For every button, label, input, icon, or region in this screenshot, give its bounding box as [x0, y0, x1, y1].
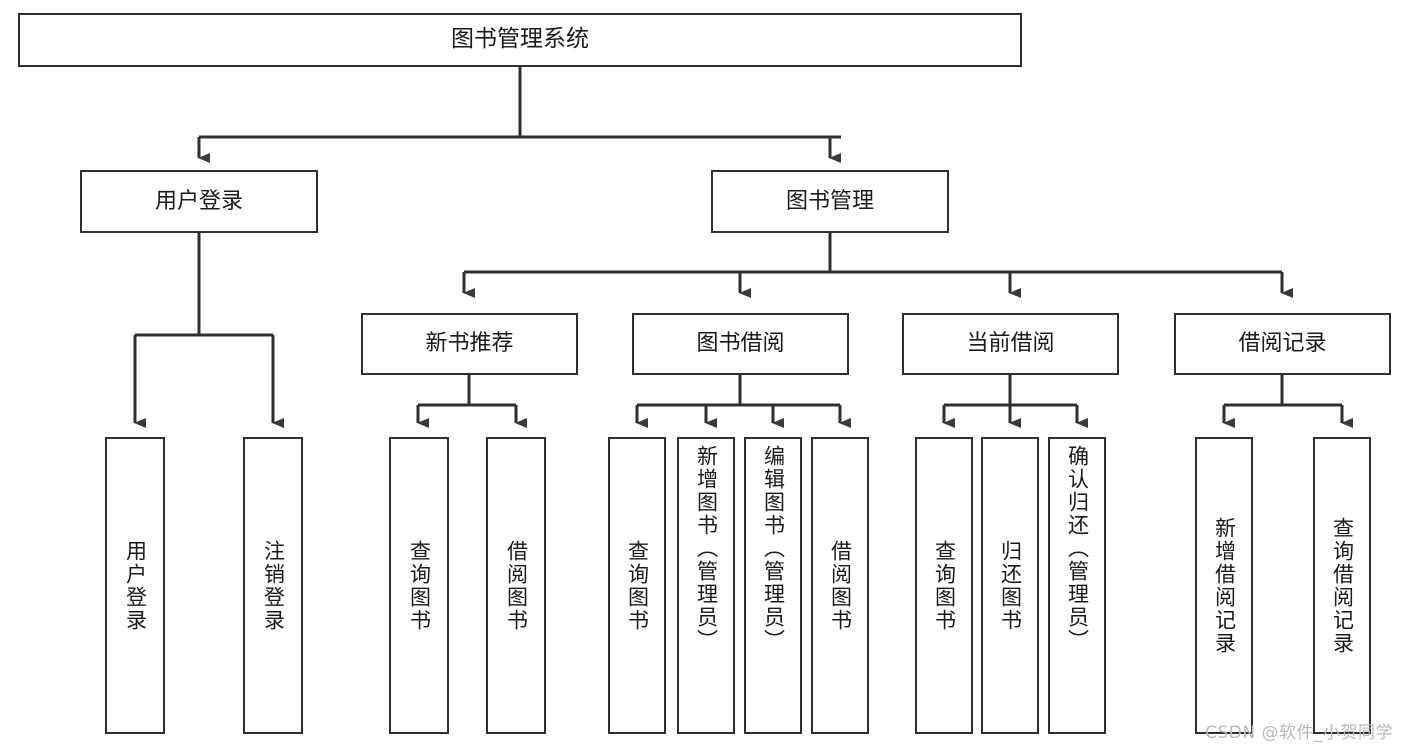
node-new-book-recommend[interactable]: 新书推荐	[361, 313, 578, 375]
leaf-confirm-return-admin[interactable]: 确认归还（管理员）	[1048, 437, 1106, 734]
node-label: 借阅记录	[1238, 331, 1327, 357]
watermark-text: CSDN @软件_小贺同学	[1205, 723, 1393, 743]
node-label: 查询图书	[932, 539, 957, 632]
node-label: 借阅图书	[828, 539, 853, 632]
leaf-query-book-current[interactable]: 查询图书	[915, 437, 973, 734]
leaf-add-book-admin[interactable]: 新增图书（管理员）	[677, 437, 735, 734]
leaf-user-login[interactable]: 用户登录	[105, 437, 165, 734]
node-user-login[interactable]: 用户登录	[80, 170, 318, 233]
leaf-query-borrow-record[interactable]: 查询借阅记录	[1313, 437, 1371, 734]
leaf-borrow-book[interactable]: 借阅图书	[811, 437, 869, 734]
node-label: 图书管理系统	[451, 26, 589, 53]
node-label: 查询图书	[625, 539, 650, 632]
node-label: 图书借阅	[696, 331, 785, 357]
node-label: 新书推荐	[425, 331, 514, 357]
node-label: 编辑图书（管理员）	[761, 445, 786, 652]
node-label: 确认归还（管理员）	[1065, 445, 1090, 652]
node-root-system[interactable]: 图书管理系统	[18, 13, 1022, 67]
leaf-query-book-recommend[interactable]: 查询图书	[389, 437, 449, 734]
node-label: 新增图书（管理员）	[694, 445, 719, 652]
node-label: 图书管理	[785, 188, 874, 214]
node-book-borrow[interactable]: 图书借阅	[632, 313, 849, 375]
node-book-management[interactable]: 图书管理	[711, 170, 949, 233]
node-label: 归还图书	[998, 539, 1023, 632]
leaf-borrow-book-recommend[interactable]: 借阅图书	[486, 437, 546, 734]
node-current-borrow[interactable]: 当前借阅	[902, 313, 1119, 375]
leaf-logout[interactable]: 注销登录	[243, 437, 303, 734]
node-label: 用户登录	[123, 539, 148, 632]
node-label: 当前借阅	[966, 331, 1055, 357]
node-borrow-record[interactable]: 借阅记录	[1174, 313, 1391, 375]
node-label: 借阅图书	[504, 539, 529, 632]
node-label: 注销登录	[261, 539, 286, 632]
leaf-edit-book-admin[interactable]: 编辑图书（管理员）	[744, 437, 802, 734]
node-label: 查询图书	[407, 539, 432, 632]
node-label: 用户登录	[154, 188, 243, 214]
leaf-query-book-borrow[interactable]: 查询图书	[608, 437, 666, 734]
node-label: 新增借阅记录	[1212, 516, 1237, 655]
leaf-add-borrow-record[interactable]: 新增借阅记录	[1195, 437, 1253, 734]
leaf-return-book[interactable]: 归还图书	[981, 437, 1039, 734]
node-label: 查询借阅记录	[1330, 516, 1355, 655]
